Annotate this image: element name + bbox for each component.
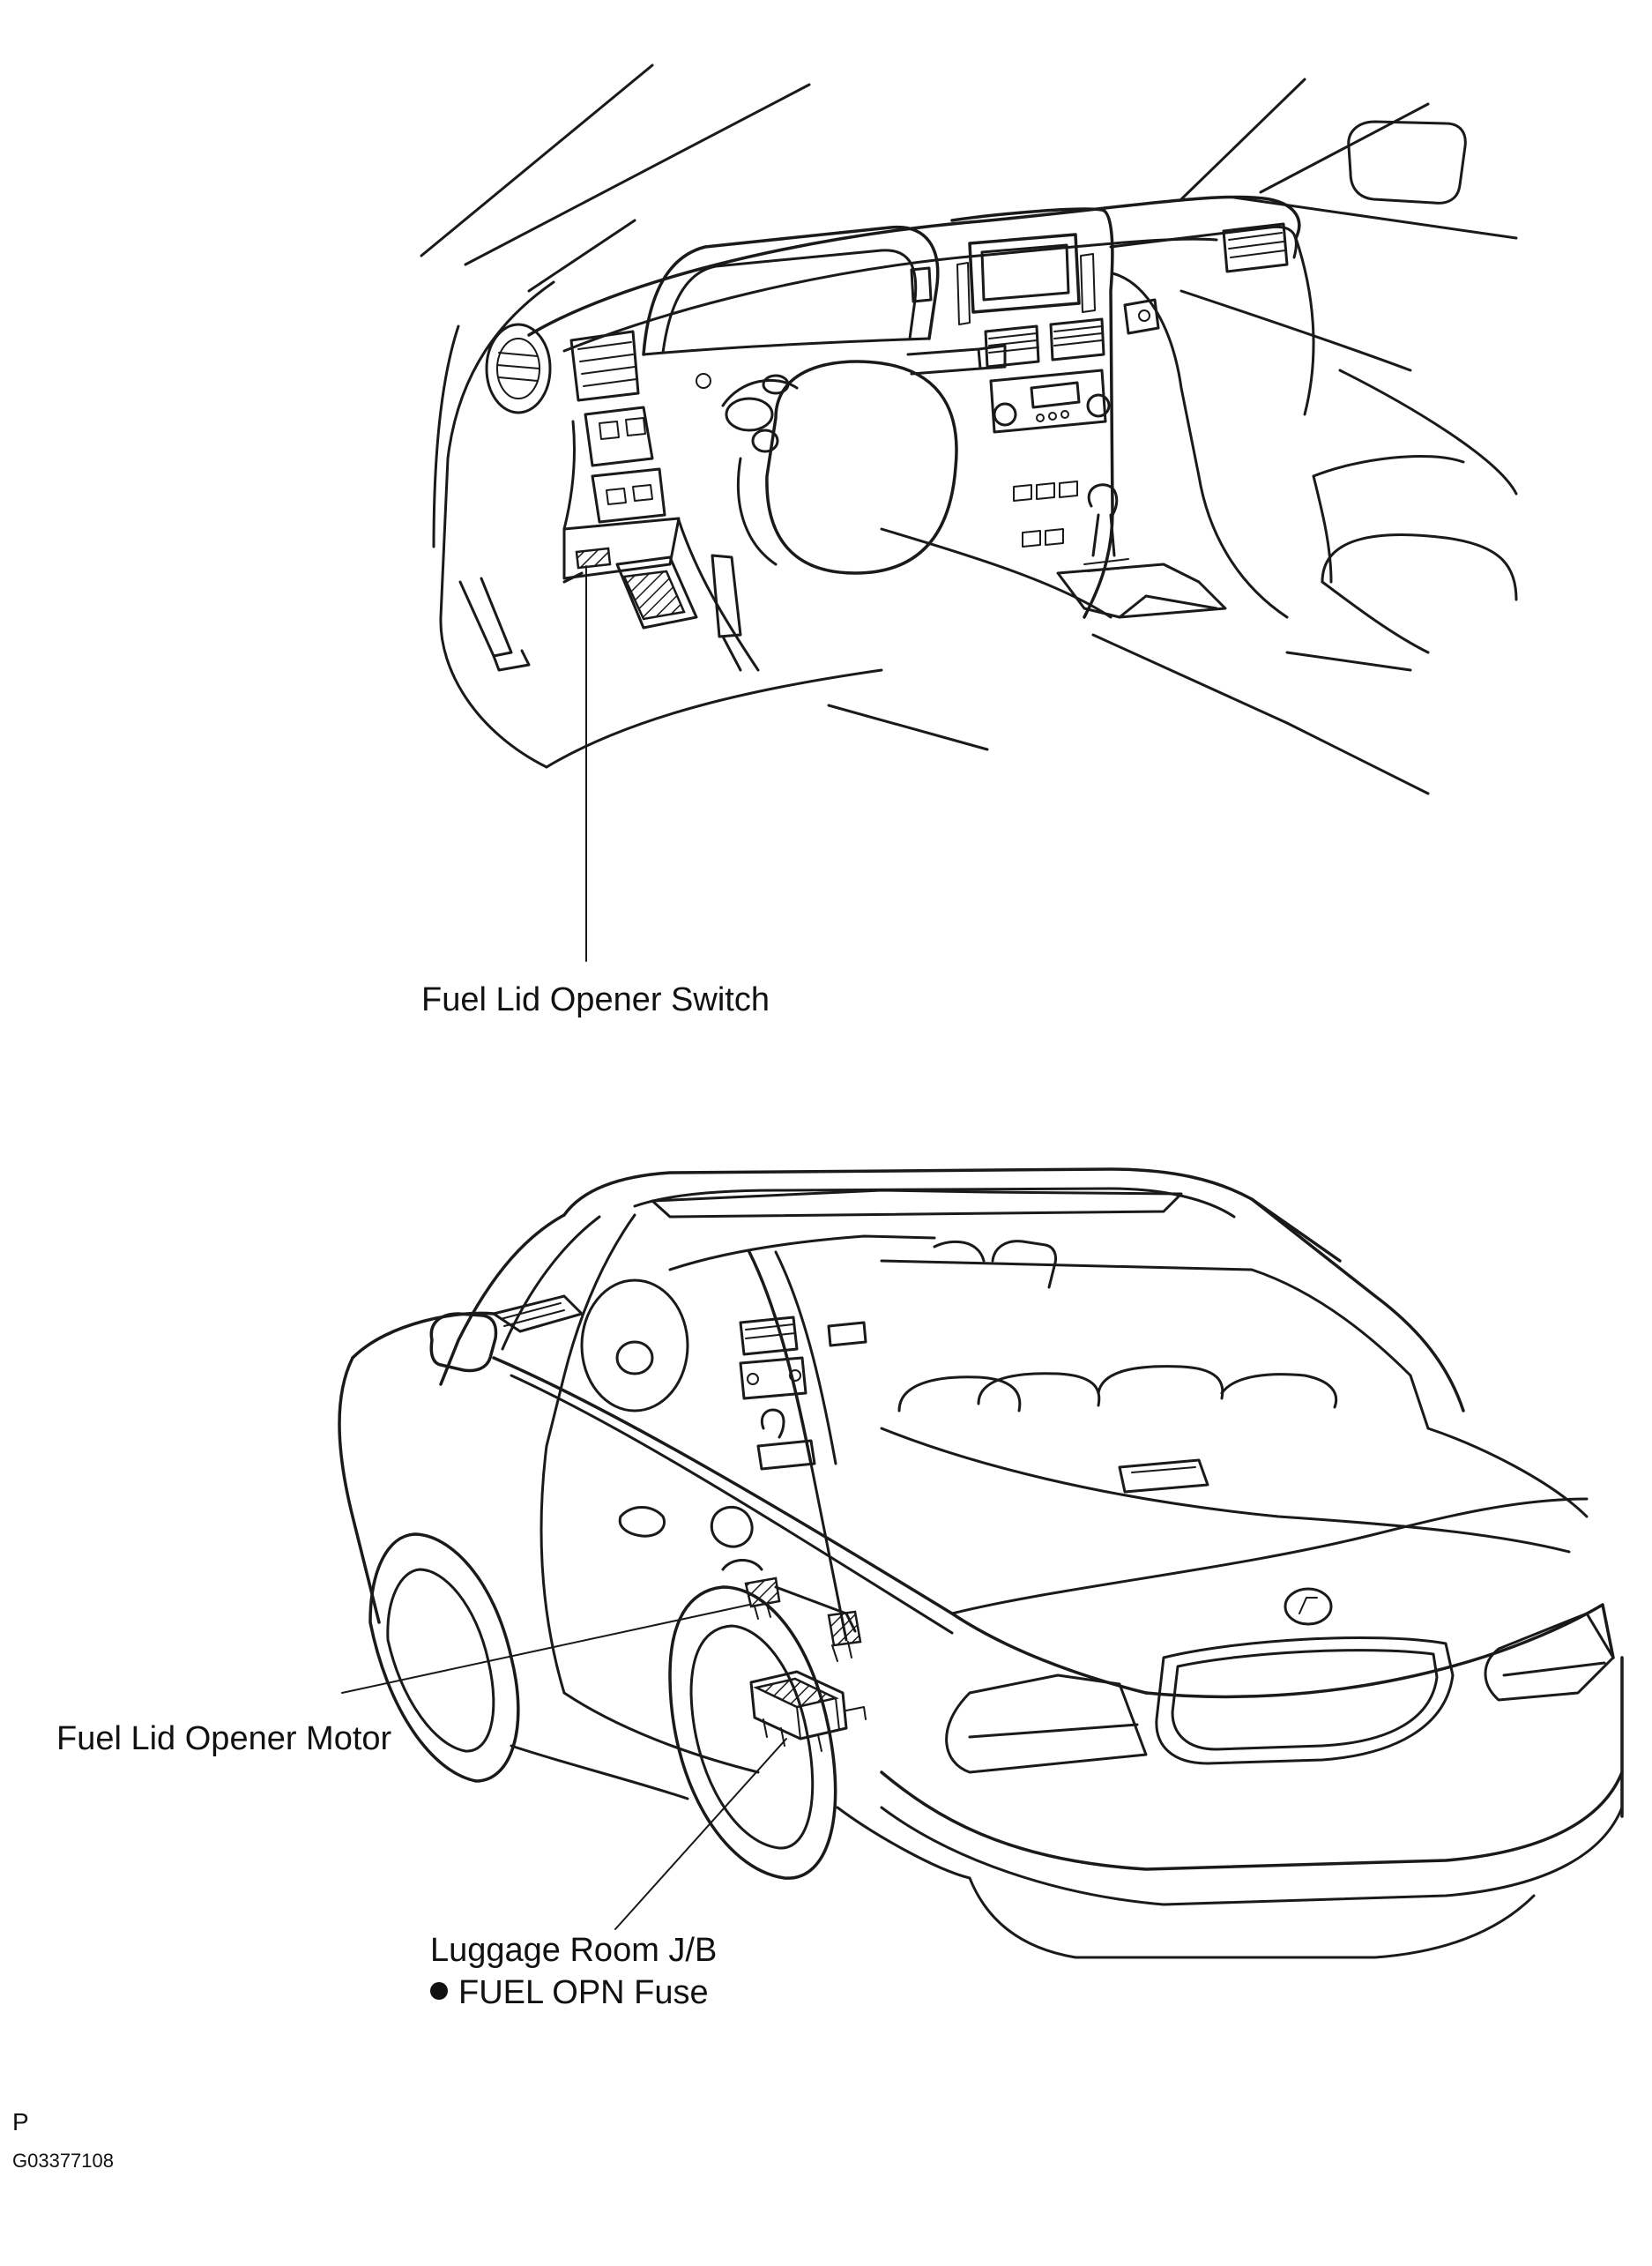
fuel-lid-opener-switch-label: Fuel Lid Opener Switch bbox=[421, 981, 770, 1018]
fuel-opn-fuse-text: FUEL OPN Fuse bbox=[458, 1974, 709, 2011]
dashboard-illustration bbox=[420, 63, 1518, 962]
bullet-icon bbox=[430, 1982, 448, 2000]
luggage-room-jb-label: Luggage Room J/B bbox=[430, 1932, 718, 1969]
figure-id: G03377108 bbox=[12, 2150, 114, 2172]
fuel-lid-opener-motor-label: Fuel Lid Opener Motor bbox=[56, 1720, 392, 1757]
fuel-opn-fuse-label: FUEL OPN Fuse bbox=[430, 1973, 709, 2012]
page-code-letter: P bbox=[12, 2108, 29, 2136]
vehicle-illustration bbox=[338, 1167, 1624, 1959]
